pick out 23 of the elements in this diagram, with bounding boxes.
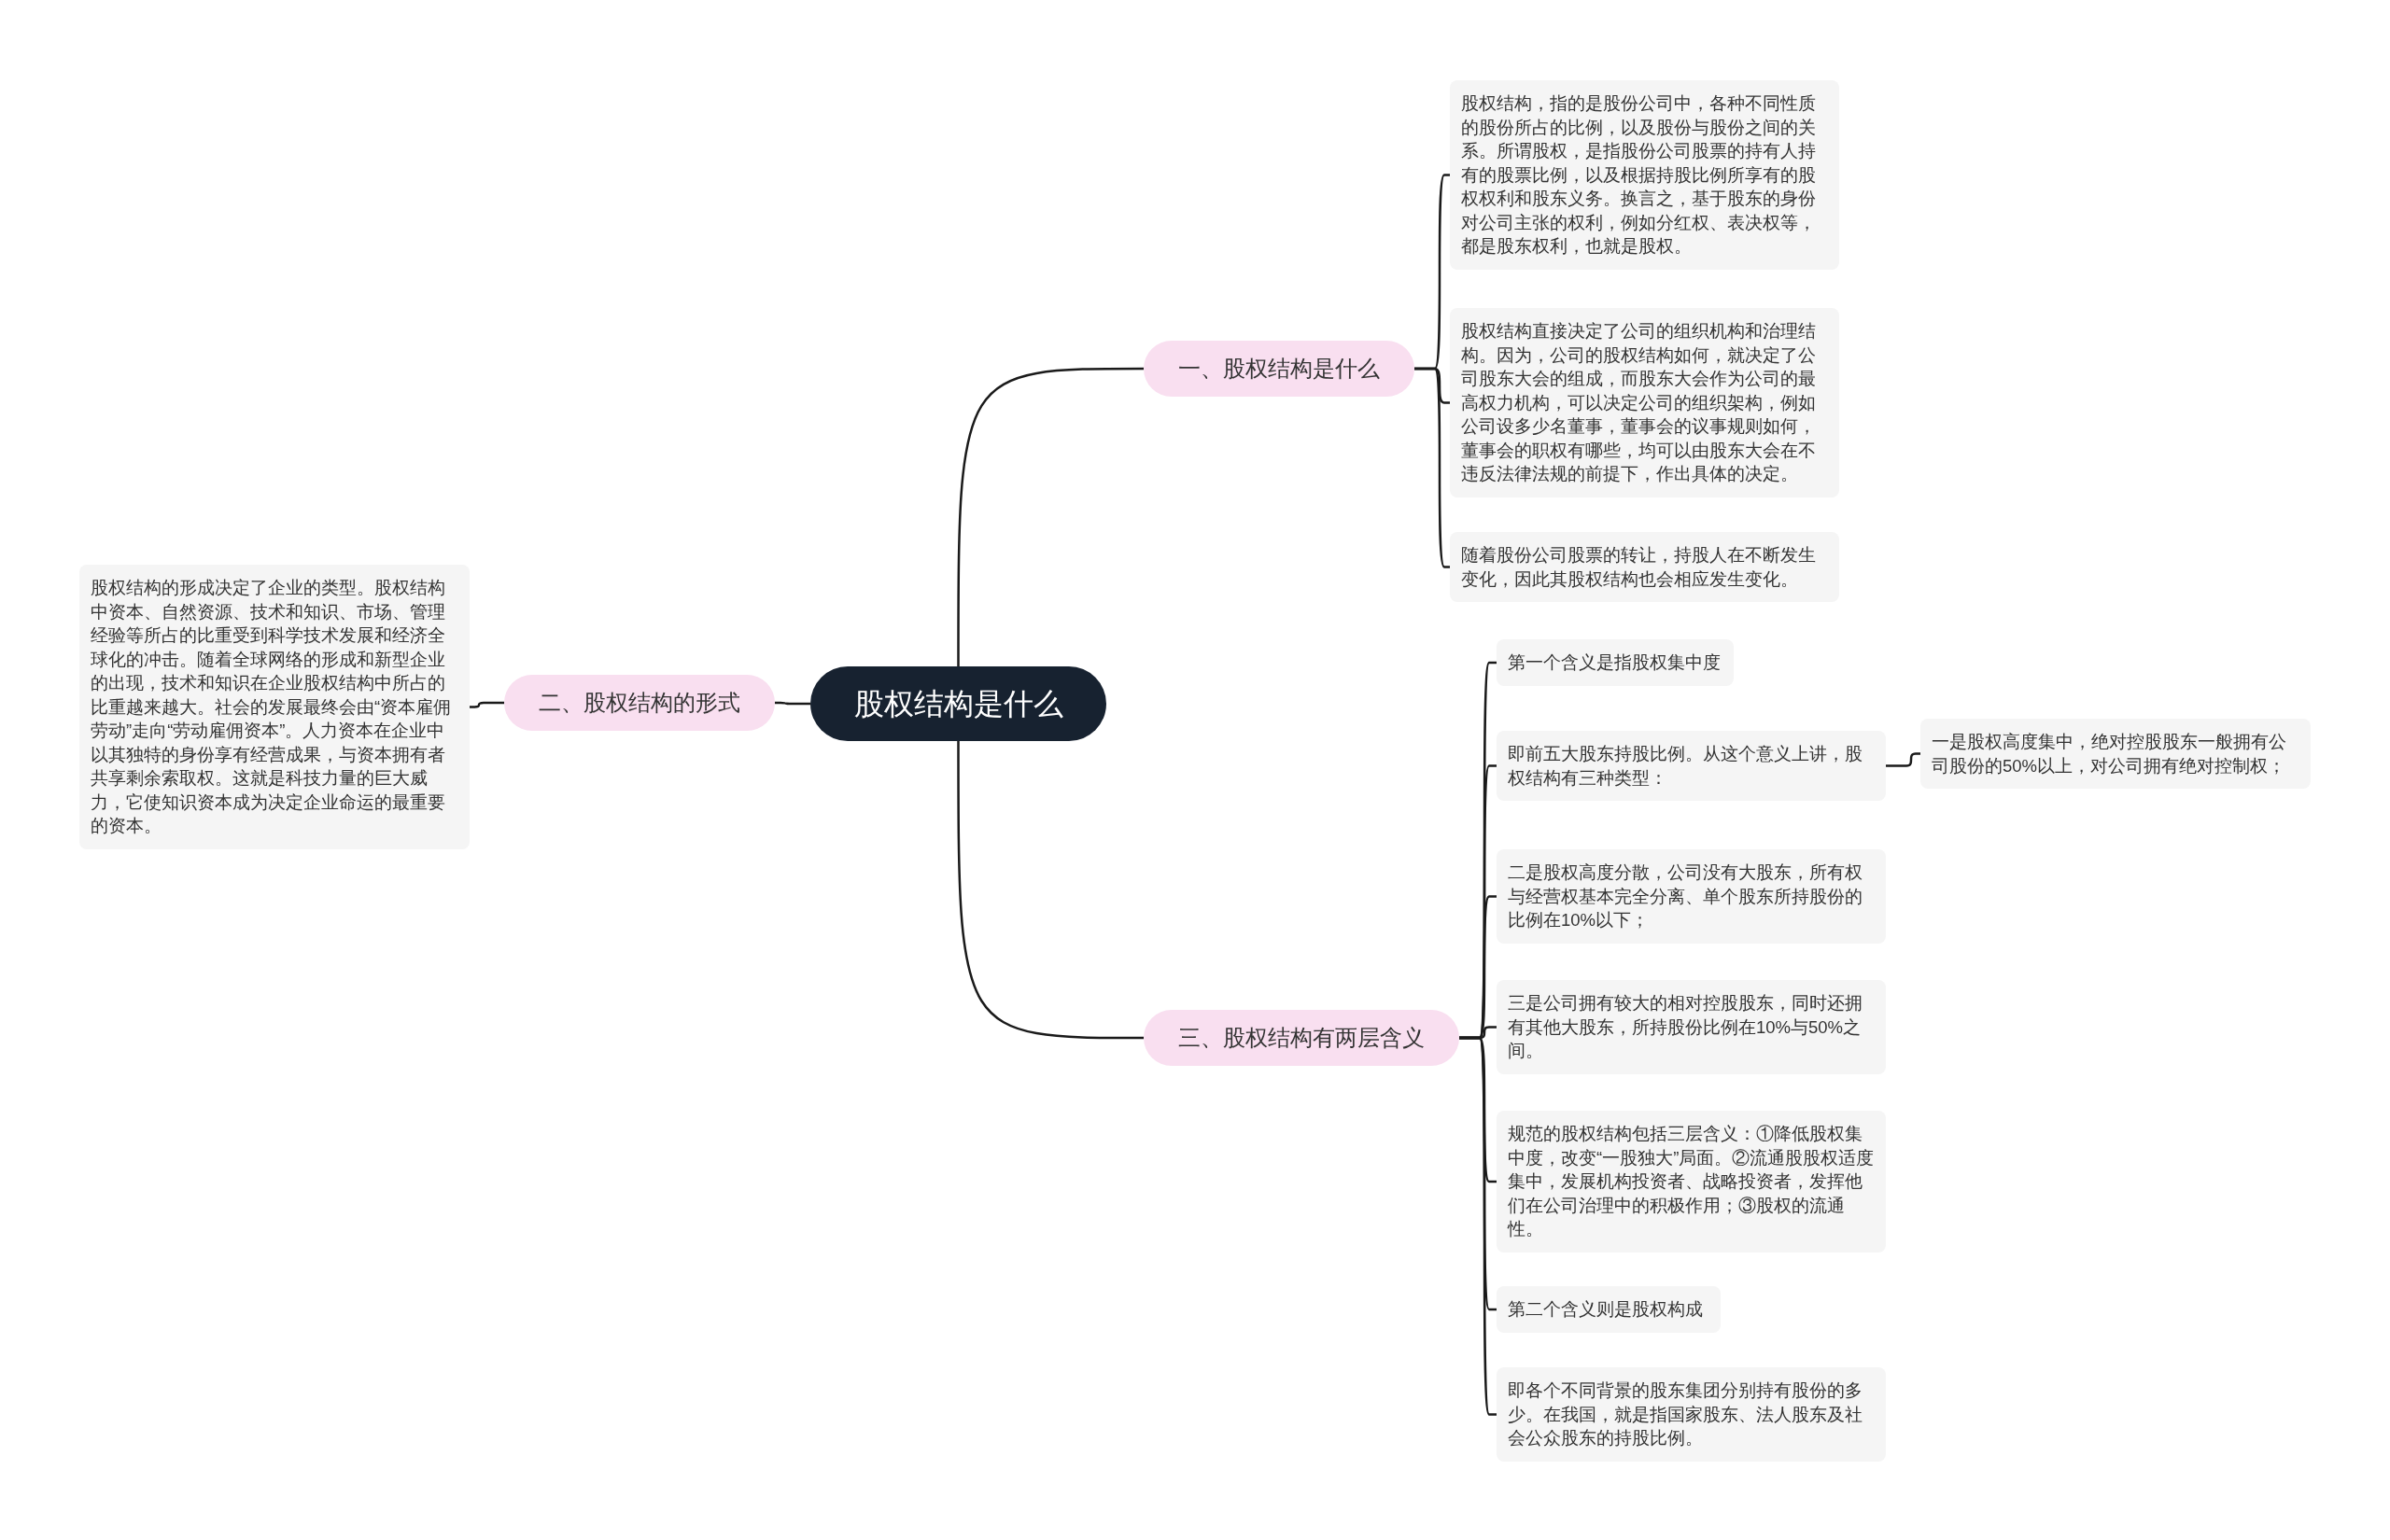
connector-line	[1414, 367, 1450, 568]
central-topic: 股权结构是什么	[810, 666, 1106, 741]
text-card: 二是股权高度分散，公司没有大股东，所有权与经营权基本完全分离、单个股东所持股份的比例在10%以下；	[1497, 849, 1886, 944]
text-card: 第一个含义是指股权集中度	[1497, 639, 1734, 686]
connector-line	[957, 367, 1144, 666]
text-card: 即前五大股东持股比例。从这个意义上讲，股权结构有三种类型：	[1497, 731, 1886, 801]
text-card: 股权结构直接决定了公司的组织机构和治理结构。因为，公司的股权结构如何，就决定了公司股东大会的组成，而股东大会作为公司的最高权力机构，可以决定公司的组织架构，例如公司设多少名董事，董事会的议事规则如何，董事会的职权有哪些，均可以由股东大会在不违反法律法规的前提下，作出具体的决定。	[1450, 308, 1839, 497]
connector-line	[470, 701, 504, 708]
text-card: 即各个不同背景的股东集团分别持有股份的多少。在我国，就是指国家股东、法人股东及社会公众股东的持股比例。	[1497, 1367, 1886, 1462]
connector-line	[1459, 1036, 1497, 1416]
text-card: 规范的股权结构包括三层含义：①降低股权集中度，改变“一股独大”局面。②流通股股权适度集中，发展机构投资者、战略投资者，发挥他们在公司治理中的积极作用；③股权的流通性。	[1497, 1111, 1886, 1253]
text-card: 一是股权高度集中，绝对控股股东一般拥有公司股份的50%以上，对公司拥有绝对控制权；	[1920, 719, 2311, 789]
branch-topic: 三、股权结构有两层含义	[1144, 1010, 1459, 1066]
text-card: 股权结构，指的是股份公司中，各种不同性质的股份所占的比例，以及股份与股份之间的关系。所谓股权，是指股份公司股票的持有人持有的股票比例，以及根据持股比例所享有的股权权利和股东义务。换言之，基于股东的身份对公司主张的权利，例如分红权、表决权等，都是股东权利，也就是股权。	[1450, 80, 1839, 270]
text-card: 第二个含义则是股权构成	[1497, 1286, 1721, 1333]
branch-topic: 二、股权结构的形式	[504, 675, 775, 731]
connector-line	[957, 741, 1144, 1040]
text-card: 三是公司拥有较大的相对控股股东，同时还拥有其他大股东，所持股份比例在10%与50%之间。	[1497, 980, 1886, 1074]
branch-topic: 一、股权结构是什么	[1144, 341, 1414, 397]
connector-line	[775, 701, 810, 706]
connector-line	[1886, 752, 1920, 767]
text-card: 股权结构的形成决定了企业的类型。股权结构中资本、自然资源、技术和知识、市场、管理经验等所占的比重受到科学技术发展和经济全球化的冲击。随着全球网络的形成和新型企业的出现，技术和知识在企业股权结构中所占的比重越来越大。社会的发展最终会由“资本雇佣劳动”走向“劳动雇佣资本”。人力资本在企业中以其独特的身份享有经营成果，与资本拥有者共享剩余索取权。这就是科技力量的巨大威力，它使知识资本成为决定企业命运的最重要的资本。	[79, 565, 470, 849]
text-card: 随着股份公司股票的转让，持股人在不断发生变化，因此其股权结构也会相应发生变化。	[1450, 532, 1839, 602]
